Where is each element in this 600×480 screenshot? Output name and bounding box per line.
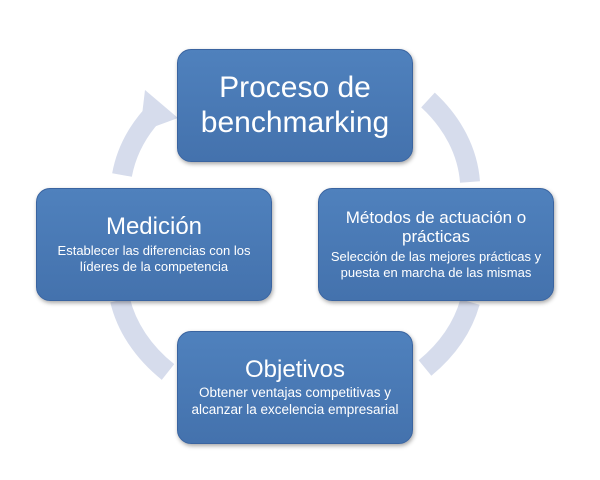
- node-title: Medición: [105, 213, 203, 241]
- node-description: Selección de las mejores prácticas y pue…: [330, 248, 542, 281]
- ring-segment-bottom-left: [110, 297, 175, 380]
- node-title: Proceso de benchmarking: [200, 71, 390, 139]
- node-title: Objetivos: [244, 355, 346, 383]
- ring-segment-top-right: [421, 92, 480, 184]
- node-metodos-actuacion: Métodos de actuación o prácticas Selecci…: [318, 188, 554, 301]
- ring-segment-bottom-right: [418, 298, 480, 376]
- node-objetivos: Objetivos Obtener ventajas competitivas …: [177, 331, 413, 444]
- node-proceso-benchmarking: Proceso de benchmarking: [177, 49, 413, 162]
- node-medicion: Medición Establecer las diferencias con …: [36, 188, 272, 301]
- cycle-arrowhead: [140, 90, 178, 132]
- node-description: Establecer las diferencias con los líder…: [57, 243, 251, 275]
- node-description: Obtener ventajas competitivas y alcanzar…: [191, 385, 399, 418]
- node-title: Métodos de actuación o prácticas: [345, 207, 527, 247]
